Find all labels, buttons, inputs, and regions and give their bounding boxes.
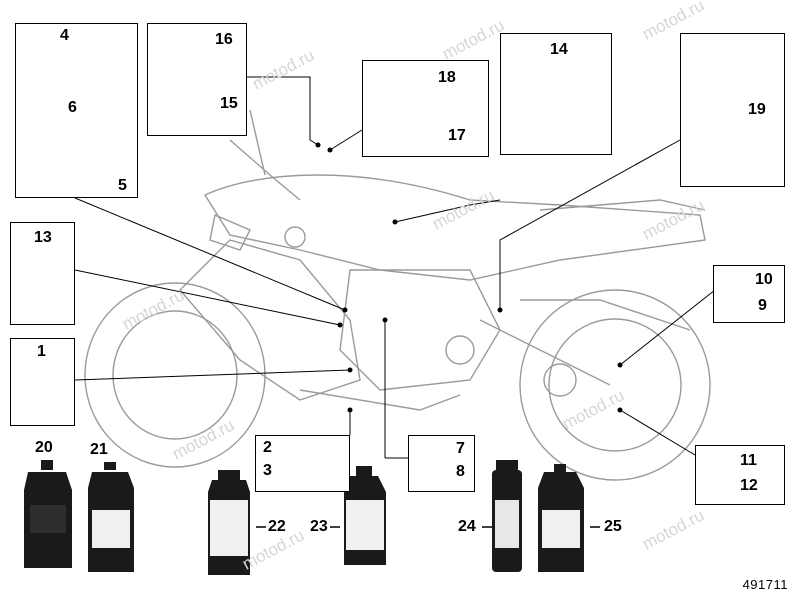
part-label-15: 15 xyxy=(220,95,238,112)
part-label-25: 25 xyxy=(604,518,622,535)
oil-bottle-23 xyxy=(344,466,386,565)
part-label-10: 10 xyxy=(755,271,773,288)
part-label-6: 6 xyxy=(68,99,77,116)
part-label-16: 16 xyxy=(215,31,233,48)
front-wheel xyxy=(84,282,266,468)
part-label-22: 22 xyxy=(268,518,286,535)
part-label-23: 23 xyxy=(310,518,328,535)
leader-points xyxy=(315,142,623,413)
oil-bottle-20 xyxy=(24,460,72,568)
part-box-15-16 xyxy=(147,23,247,136)
part-box-14 xyxy=(500,33,612,155)
part-label-3: 3 xyxy=(263,462,272,479)
part-box-17-18 xyxy=(362,60,489,157)
part-box-11-12 xyxy=(695,445,785,505)
part-label-13: 13 xyxy=(34,229,52,246)
oil-bottle-25 xyxy=(538,464,584,572)
part-label-20: 20 xyxy=(35,439,53,456)
part-box-4-5-6 xyxy=(15,23,138,198)
part-label-2: 2 xyxy=(263,439,272,456)
part-label-14: 14 xyxy=(550,41,568,58)
oil-bottle-22 xyxy=(208,470,250,575)
part-label-8: 8 xyxy=(456,463,465,480)
part-label-12: 12 xyxy=(740,477,758,494)
tank-and-seat xyxy=(203,174,706,281)
part-label-7: 7 xyxy=(456,440,465,457)
motorcycle-sketch xyxy=(84,109,711,481)
part-label-21: 21 xyxy=(90,441,108,458)
leader-lines xyxy=(74,76,716,459)
part-box-7-8 xyxy=(408,435,475,492)
rear-wheel xyxy=(519,289,711,481)
part-box-19 xyxy=(680,33,785,187)
engine-block xyxy=(339,269,501,391)
spray-can-24 xyxy=(492,460,522,572)
part-box-13 xyxy=(10,222,75,325)
part-label-5: 5 xyxy=(118,177,127,194)
part-label-17: 17 xyxy=(448,127,466,144)
part-label-19: 19 xyxy=(748,101,766,118)
part-label-11: 11 xyxy=(740,452,757,469)
part-label-24: 24 xyxy=(458,518,476,535)
part-label-1: 1 xyxy=(37,343,46,360)
part-label-9: 9 xyxy=(758,297,767,314)
part-box-1 xyxy=(10,338,75,426)
oil-bottle-21 xyxy=(88,462,134,572)
part-label-18: 18 xyxy=(438,69,456,86)
part-box-9-10 xyxy=(713,265,785,323)
diagram-reference-number: 491711 xyxy=(742,577,788,592)
front-fairing xyxy=(179,239,361,401)
part-label-4: 4 xyxy=(60,27,69,44)
part-box-2-3 xyxy=(255,435,350,492)
